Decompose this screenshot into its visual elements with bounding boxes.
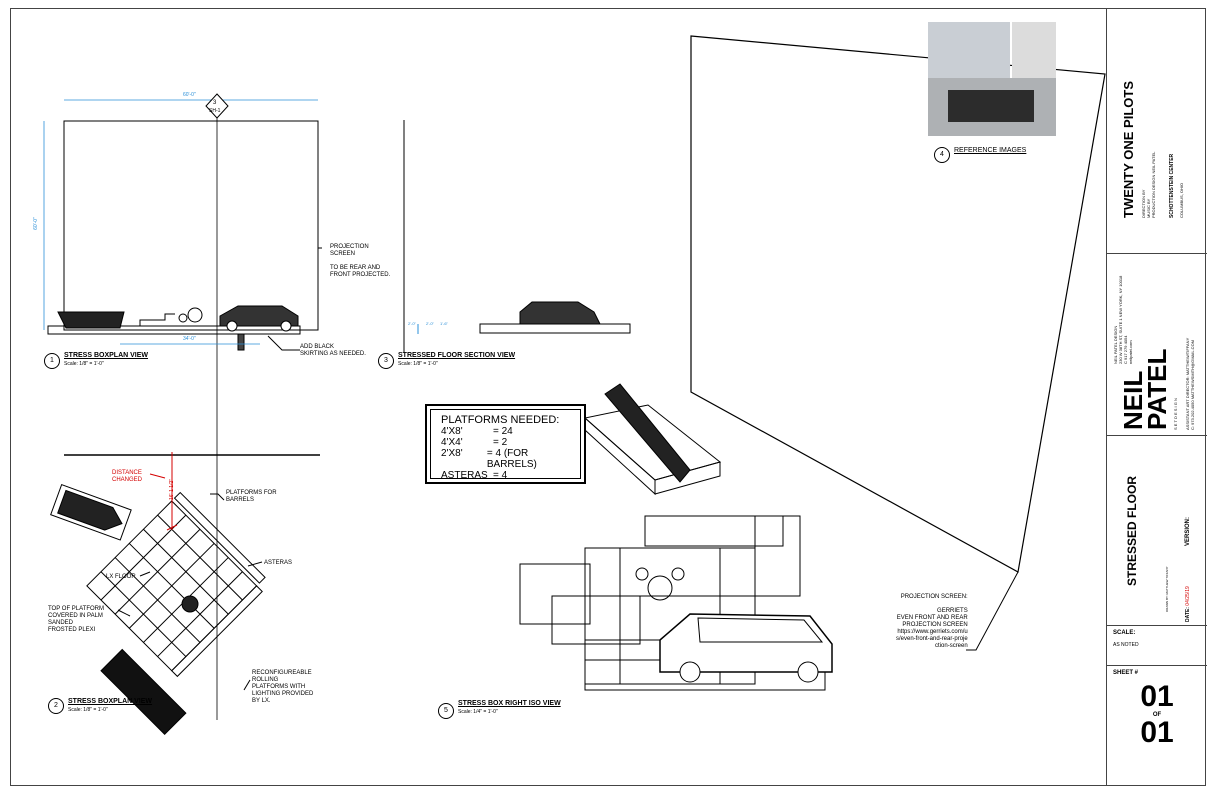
drawing-sheet xyxy=(10,8,1206,786)
boat-elevation xyxy=(57,311,125,329)
view-3-scale: Scale: 1/8" = 1'-0" xyxy=(398,361,438,367)
dim-sec-c: 1'-6" xyxy=(440,321,448,326)
platform-row: 4'X8'= 24 xyxy=(441,426,513,437)
view-2-scale: Scale: 1/8" = 1'-0" xyxy=(68,707,108,713)
tb-scale-value: AS NOTED xyxy=(1113,642,1139,648)
dim-bottom-width: 34'-0" xyxy=(183,336,196,342)
platforms-heading: PLATFORMS NEEDED: xyxy=(441,414,560,426)
view-2-number: 2 xyxy=(48,698,64,714)
view-4-number: 4 xyxy=(934,147,950,163)
tb-date: DATE: 04/25/19 xyxy=(1185,586,1191,622)
view-3-number: 3 xyxy=(378,353,394,369)
view-1-scale: Scale: 1/8" = 1'-0" xyxy=(64,361,104,367)
view-4-title: REFERENCE IMAGES xyxy=(954,147,1027,154)
car-elevation xyxy=(219,305,299,327)
dim-distance: 16'-1 1/2" xyxy=(169,478,176,501)
note-asteras: ASTERAS xyxy=(264,560,293,566)
stage-outline xyxy=(63,120,319,331)
tb-set-design: S E T D E S I G N xyxy=(1173,398,1178,430)
view-1-title: STRESS BOXPLAN VIEW xyxy=(64,352,149,359)
platform-row: ASTERAS= 4 xyxy=(441,470,508,481)
dim-sec-a: 2'-0" xyxy=(408,321,416,326)
section-marker xyxy=(205,93,229,119)
tb-city: COLUMBUS, OHIO xyxy=(1179,182,1184,218)
dim-sec-b: 2'-0" xyxy=(426,321,434,326)
tb-sheet-section: SHEET # 01 OF 01 xyxy=(1107,666,1207,786)
tb-scale-label: SCALE: xyxy=(1113,630,1136,636)
dim-top-width: 60'-0" xyxy=(183,92,196,98)
tb-drawing-section: STRESSED FLOOR DRAWN BY: MATTHEW TIFFANY… xyxy=(1107,436,1207,626)
platform-base xyxy=(47,325,301,335)
tb-drawing-title: STRESSED FLOOR xyxy=(1125,475,1139,586)
tb-show-title: TWENTY ONE PILOTS xyxy=(1121,81,1136,218)
tb-scale-section: SCALE: AS NOTED xyxy=(1107,626,1207,666)
tb-sheet-total: 01 xyxy=(1140,716,1174,749)
platforms-needed-box: PLATFORMS NEEDED: 4'X8'= 24 4'X4'= 2 2'X… xyxy=(425,404,586,484)
view-1-number: 1 xyxy=(44,353,60,369)
tb-drawn-by: DRAWN BY: MATTHEW TIFFANY xyxy=(1165,566,1169,612)
view-2-title: STRESS BOXPLAN VIEW xyxy=(68,698,153,705)
section-marker-sheet: SH-1 xyxy=(209,108,221,114)
tb-sheet-of: OF xyxy=(1152,712,1162,718)
drum-elev xyxy=(187,307,203,323)
tb-sheet-label: SHEET # xyxy=(1113,670,1139,676)
tb-venue: SCHOTTENSTEIN CENTER xyxy=(1169,153,1175,218)
view-5-title: STRESS BOX RIGHT ISO VIEW xyxy=(458,700,561,707)
platform-row: 2'X8'= 4 (FOR BARRELS) xyxy=(441,448,537,470)
platform-row: 4'X4'= 2 xyxy=(441,437,508,448)
note-lx-floor: LX FLOOR xyxy=(106,574,136,580)
section-marker-number: 3 xyxy=(213,100,217,106)
dim-left-height: 60'-0" xyxy=(32,217,39,230)
tb-version-label: VERSION: xyxy=(1185,516,1191,546)
view-3-title: STRESSED FLOOR SECTION VIEW xyxy=(398,352,516,359)
tb-sheet-num: 01 xyxy=(1140,680,1174,713)
view-5-number: 5 xyxy=(438,703,454,719)
view-5-scale: Scale: 1/4" = 1'-0" xyxy=(458,709,498,715)
